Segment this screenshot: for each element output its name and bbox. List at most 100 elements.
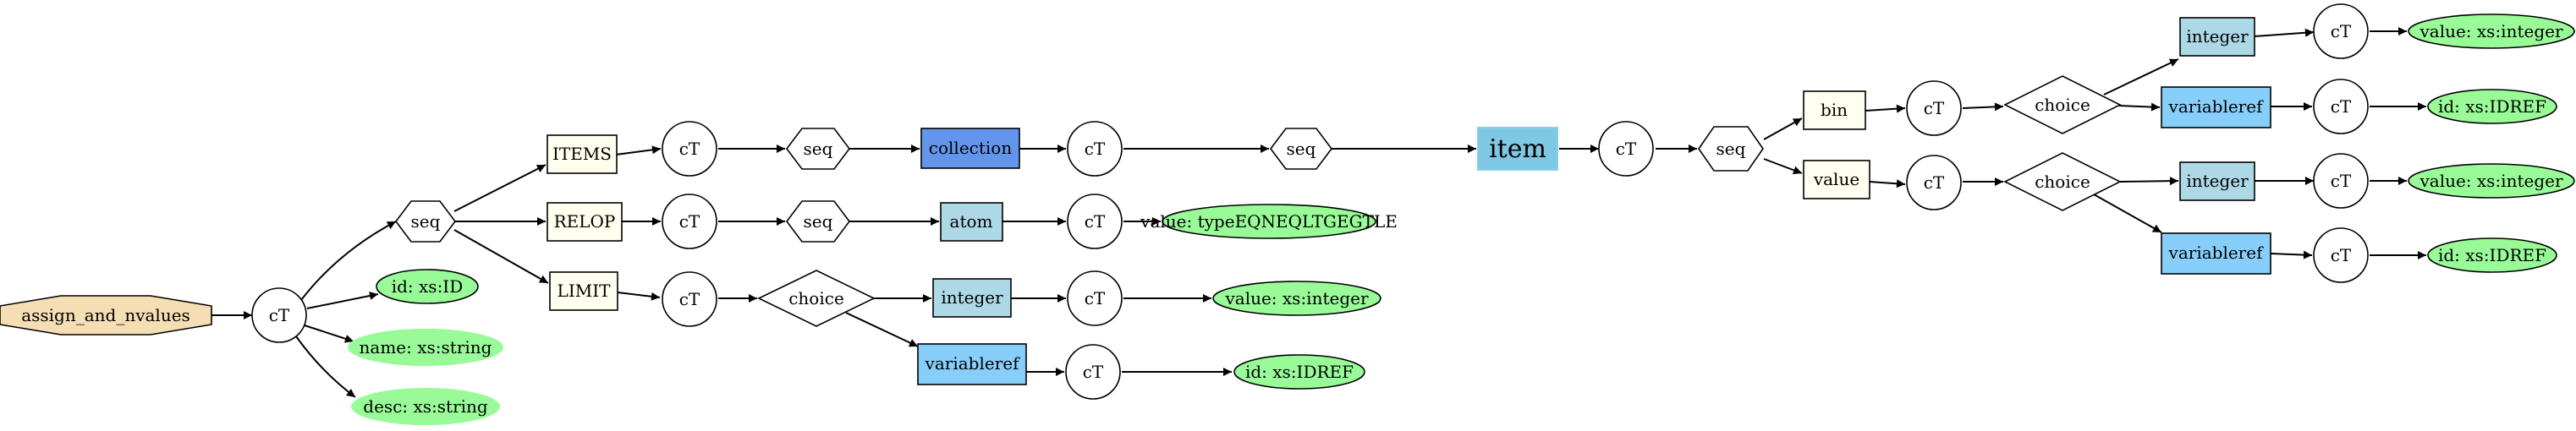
edge-valvar-ct bbox=[2270, 250, 2313, 259]
choice-node-limit[interactable]: choice bbox=[757, 270, 876, 327]
svg-text:cT: cT bbox=[2331, 96, 2352, 117]
collection-element-node[interactable]: collection bbox=[920, 128, 1020, 169]
svg-text:id: xs:IDREF: id: xs:IDREF bbox=[1245, 362, 1354, 382]
nodes: assign_and_nvalues cT id: xs:ID name: xs… bbox=[0, 3, 2575, 425]
ct-node-limit-variableref[interactable]: cT bbox=[1065, 344, 1121, 400]
svg-text:cT: cT bbox=[679, 211, 700, 232]
svg-text:value: value bbox=[1813, 169, 1859, 189]
svg-text:integer: integer bbox=[2186, 26, 2249, 46]
svg-text:cT: cT bbox=[1085, 211, 1106, 232]
svg-text:id: xs:ID: id: xs:ID bbox=[392, 276, 464, 297]
edge-binint-ct bbox=[2254, 28, 2315, 37]
ct-node-bin-variableref[interactable]: cT bbox=[2313, 79, 2369, 134]
svg-text:value: xs:integer: value: xs:integer bbox=[2419, 171, 2563, 191]
atom-value-attr-node[interactable]: value: typeEQNEQLTGEGTLE bbox=[1140, 204, 1398, 239]
svg-text:integer: integer bbox=[2186, 171, 2249, 191]
ct-node-item[interactable]: cT bbox=[1598, 121, 1654, 177]
ct-node-root[interactable]: cT bbox=[251, 287, 307, 343]
svg-text:name: xs:string: name: xs:string bbox=[360, 337, 492, 357]
bin-integer-value-attr-node[interactable]: value: xs:integer bbox=[2408, 14, 2575, 49]
attr-id-node[interactable]: id: xs:ID bbox=[376, 269, 479, 304]
edge-bin-ct bbox=[1865, 104, 1906, 113]
limit-integer-element-node[interactable]: integer bbox=[932, 278, 1012, 318]
svg-text:cT: cT bbox=[1924, 98, 1945, 118]
value-variableref-element-node[interactable]: variableref bbox=[2161, 232, 2271, 275]
choice-node-bin[interactable]: choice bbox=[2003, 75, 2122, 134]
svg-text:cT: cT bbox=[1083, 362, 1104, 382]
svg-text:cT: cT bbox=[1085, 139, 1106, 159]
svg-text:cT: cT bbox=[1924, 172, 1945, 193]
ct-node-bin[interactable]: cT bbox=[1906, 80, 1962, 136]
seq-node-items[interactable]: seq bbox=[786, 128, 850, 170]
seq-node-root[interactable]: seq bbox=[395, 200, 456, 243]
attr-name-node[interactable]: name: xs:string bbox=[348, 329, 503, 366]
edge-seqitem-value bbox=[1763, 158, 1803, 175]
ct-node-relop[interactable]: cT bbox=[662, 194, 717, 249]
limit-element-node[interactable]: LIMIT bbox=[549, 271, 618, 311]
svg-text:variableref: variableref bbox=[2168, 96, 2265, 117]
ct-node-limit[interactable]: cT bbox=[662, 271, 717, 327]
bin-element-node[interactable]: bin bbox=[1803, 90, 1866, 130]
svg-text:cT: cT bbox=[1616, 139, 1637, 159]
seq-node-item[interactable]: seq bbox=[1698, 126, 1764, 172]
bin-variableref-id-attr-node[interactable]: id: xs:IDREF bbox=[2427, 89, 2557, 124]
bin-integer-element-node[interactable]: integer bbox=[2179, 17, 2255, 57]
svg-text:cT: cT bbox=[2331, 171, 2352, 191]
svg-text:collection: collection bbox=[929, 138, 1013, 158]
value-variableref-id-attr-node[interactable]: id: xs:IDREF bbox=[2427, 237, 2557, 273]
edge-ct-desc bbox=[295, 336, 356, 398]
bin-variableref-element-node[interactable]: variableref bbox=[2161, 86, 2271, 128]
svg-text:choice: choice bbox=[788, 288, 844, 308]
svg-text:variableref: variableref bbox=[925, 353, 1021, 374]
root-element-node[interactable]: assign_and_nvalues bbox=[0, 295, 212, 336]
value-integer-value-attr-node[interactable]: value: xs:integer bbox=[2408, 163, 2575, 199]
svg-text:choice: choice bbox=[2035, 95, 2090, 115]
svg-text:bin: bin bbox=[1821, 100, 1848, 120]
ct-node-value-variableref[interactable]: cT bbox=[2313, 227, 2369, 283]
ct-node-value-integer[interactable]: cT bbox=[2313, 153, 2369, 209]
edge-items-ct bbox=[615, 145, 662, 155]
edge-ct-seq bbox=[300, 221, 397, 301]
svg-text:seq: seq bbox=[804, 139, 833, 159]
ct-node-atom[interactable]: cT bbox=[1067, 194, 1123, 249]
edge-limit-ct bbox=[617, 292, 661, 301]
svg-text:ITEMS: ITEMS bbox=[552, 144, 612, 164]
svg-text:id: xs:IDREF: id: xs:IDREF bbox=[2438, 245, 2546, 265]
atom-element-node[interactable]: atom bbox=[940, 202, 1003, 242]
svg-text:value: typeEQNEQLTGEGTLE: value: typeEQNEQLTGEGTLE bbox=[1140, 211, 1398, 232]
svg-text:cT: cT bbox=[2331, 21, 2352, 41]
ct-node-items[interactable]: cT bbox=[662, 121, 717, 177]
seq-node-collection[interactable]: seq bbox=[1270, 128, 1332, 170]
svg-text:seq: seq bbox=[804, 211, 833, 232]
svg-text:seq: seq bbox=[1287, 139, 1316, 159]
value-element-node[interactable]: value bbox=[1803, 160, 1870, 199]
edge-ctbin-choice bbox=[1962, 102, 2004, 112]
edge-choicebin-variableref bbox=[2118, 102, 2161, 112]
ct-node-collection[interactable]: cT bbox=[1067, 121, 1123, 177]
svg-text:integer: integer bbox=[941, 287, 1003, 308]
svg-text:cT: cT bbox=[269, 305, 290, 325]
attr-desc-node[interactable]: desc: xs:string bbox=[351, 388, 500, 425]
svg-text:cT: cT bbox=[2331, 245, 2352, 265]
svg-text:id: xs:IDREF: id: xs:IDREF bbox=[2438, 96, 2546, 117]
svg-text:RELOP: RELOP bbox=[554, 211, 616, 232]
value-integer-element-node[interactable]: integer bbox=[2179, 161, 2255, 201]
edge-choicevalue-integer bbox=[2118, 177, 2179, 186]
limit-variableref-element-node[interactable]: variableref bbox=[917, 343, 1027, 385]
limit-variableref-id-attr-node[interactable]: id: xs:IDREF bbox=[1233, 354, 1365, 390]
limit-integer-value-attr-node[interactable]: value: xs:integer bbox=[1212, 281, 1381, 316]
items-element-node[interactable]: ITEMS bbox=[547, 134, 618, 174]
item-element-node[interactable]: item bbox=[1477, 127, 1558, 171]
edge-seq-limit bbox=[453, 229, 549, 284]
ct-node-bin-integer[interactable]: cT bbox=[2313, 3, 2369, 59]
ct-node-value[interactable]: cT bbox=[1906, 155, 1962, 210]
choice-node-value[interactable]: choice bbox=[2003, 152, 2122, 211]
svg-text:atom: atom bbox=[950, 211, 993, 232]
ct-node-limit-integer[interactable]: cT bbox=[1067, 270, 1123, 326]
seq-node-relop[interactable]: seq bbox=[786, 200, 850, 243]
svg-text:choice: choice bbox=[2035, 172, 2090, 192]
edges bbox=[211, 27, 2426, 398]
edge-seq-items bbox=[453, 164, 547, 212]
relop-element-node[interactable]: RELOP bbox=[547, 202, 623, 242]
